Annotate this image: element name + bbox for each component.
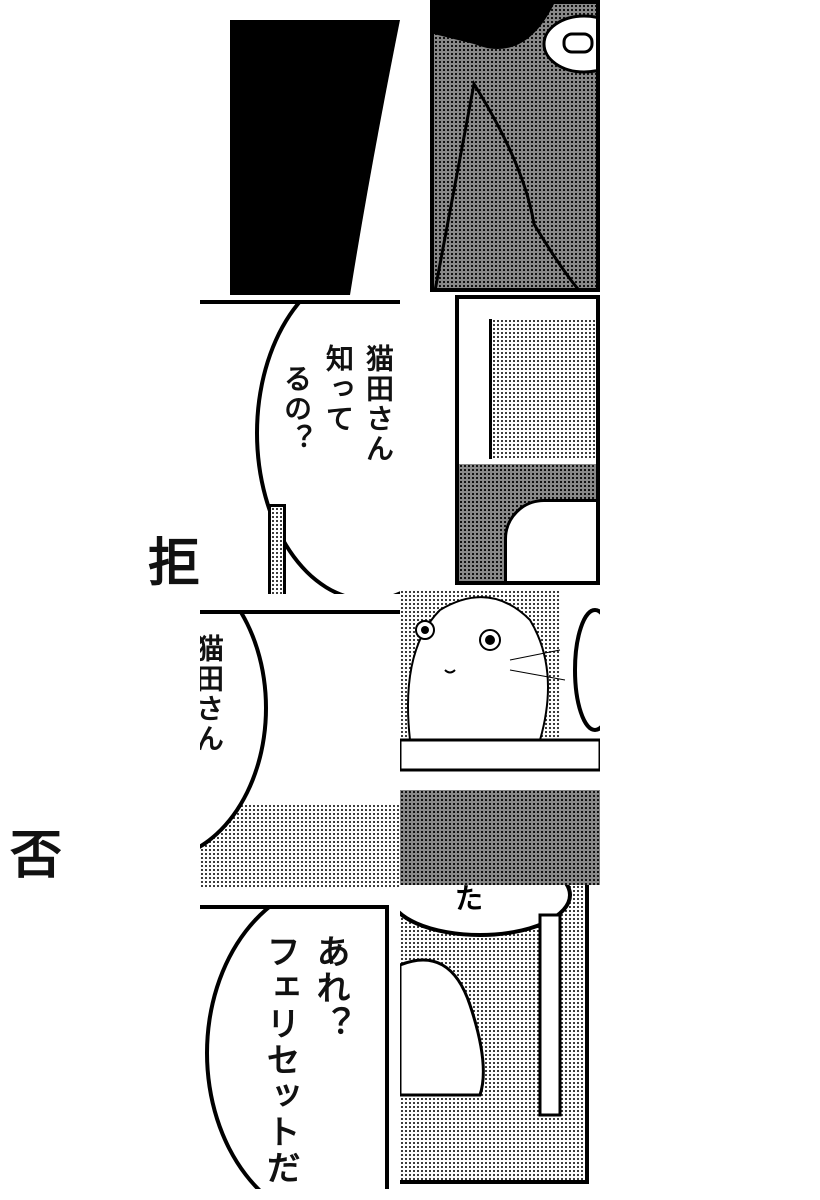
manga-tile-black bbox=[230, 20, 400, 295]
speech-bubble bbox=[205, 909, 385, 1189]
scene-drawing bbox=[400, 885, 572, 1117]
manga-tile-name-bubble: 猫田さん bbox=[200, 610, 400, 889]
tone-strip bbox=[268, 504, 286, 594]
cat-drawing bbox=[400, 596, 600, 772]
bubble-line-3: るの？ bbox=[280, 364, 313, 454]
manga-tile-question-bubble: 猫田さん 知って るの？ bbox=[200, 300, 400, 594]
bubble-line-1: 猫田さん bbox=[362, 344, 395, 464]
bubble-line-2: 知って bbox=[322, 344, 355, 434]
manga-tile-shoulder bbox=[430, 0, 600, 292]
window-tone bbox=[489, 319, 596, 459]
sfx-character-1: 拒 bbox=[148, 534, 201, 594]
cup bbox=[504, 499, 596, 581]
bubble-line-2: フェリセットだ bbox=[260, 934, 300, 1186]
figure-drawing bbox=[434, 4, 596, 288]
bubble-line-1: あれ？ bbox=[310, 934, 350, 1042]
manga-tile-felicette-bubble: あれ？ フェリセットだ bbox=[200, 905, 389, 1189]
counter-tone bbox=[400, 790, 600, 885]
white-curve-shape bbox=[350, 20, 400, 295]
manga-tile-scene: た bbox=[400, 885, 589, 1184]
manga-tile-window bbox=[455, 295, 600, 585]
bubble-fragment: た bbox=[455, 885, 484, 915]
sfx-character-2: 否 bbox=[10, 826, 63, 886]
bubble-line-1: 猫田さん bbox=[200, 634, 225, 754]
manga-tile-cat-face bbox=[400, 590, 600, 885]
